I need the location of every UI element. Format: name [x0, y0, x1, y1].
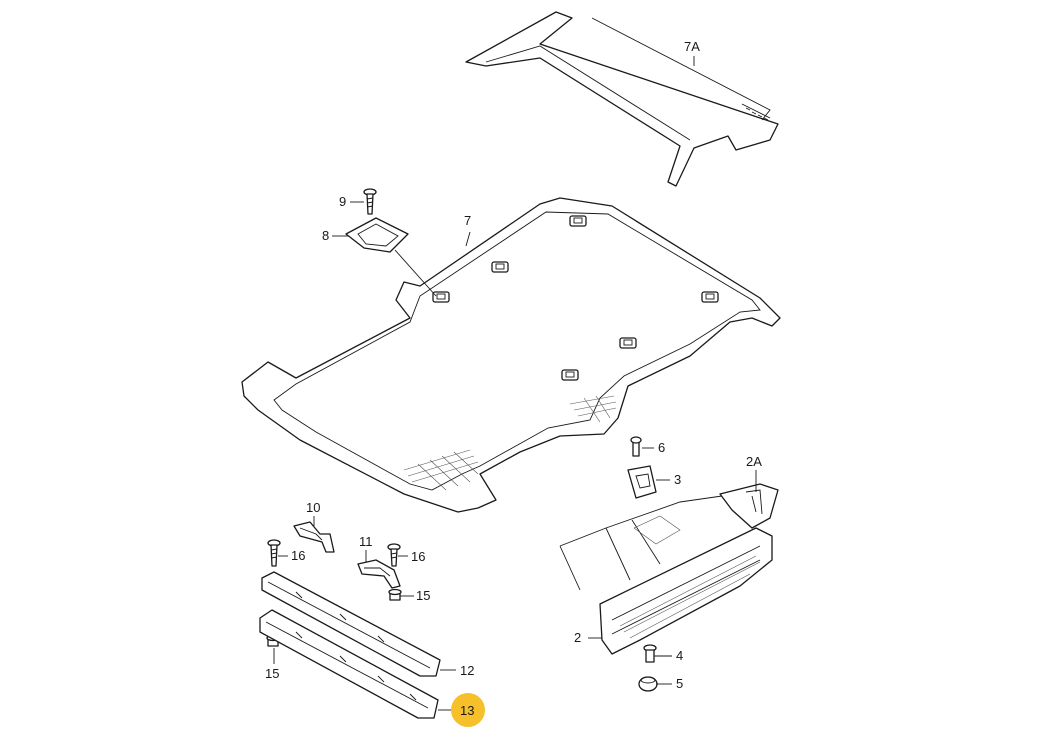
label-part-5: 5	[676, 676, 683, 691]
part-4-screw[interactable]	[643, 644, 657, 663]
label-part-15-left: 15	[265, 666, 279, 681]
part-13-rail[interactable]	[259, 609, 439, 719]
part-9-screw[interactable]	[363, 188, 377, 215]
label-part-13[interactable]: 13	[460, 703, 474, 718]
leader-lines	[273, 56, 757, 711]
label-part-10: 10	[306, 500, 320, 515]
label-part-15-right: 15	[416, 588, 430, 603]
label-part-9: 9	[339, 194, 346, 209]
part-16-screw-left[interactable]	[267, 539, 281, 567]
part-2-storage-tray[interactable]	[559, 493, 773, 655]
label-part-7: 7	[464, 213, 471, 228]
label-part-8: 8	[322, 228, 329, 243]
label-part-16-left: 16	[291, 548, 305, 563]
part-5-nut[interactable]	[638, 676, 658, 692]
label-part-7a: 7A	[684, 39, 700, 54]
label-part-12: 12	[460, 663, 474, 678]
part-10-bracket[interactable]	[293, 521, 335, 553]
label-part-16-right: 16	[411, 549, 425, 564]
part-15-clip-right[interactable]	[388, 588, 402, 601]
label-part-6: 6	[658, 440, 665, 455]
label-part-2a: 2A	[746, 454, 762, 469]
part-7-headliner[interactable]	[241, 197, 781, 513]
label-part-2: 2	[574, 630, 581, 645]
part-7a-headliner-rear[interactable]	[465, 11, 779, 187]
highlight-marker	[451, 693, 485, 727]
part-16-screw-right[interactable]	[387, 543, 401, 567]
part-3-clip[interactable]	[627, 465, 657, 499]
label-part-11: 11	[359, 534, 373, 549]
part-2a-bracket[interactable]	[719, 483, 779, 529]
part-8-trim-plate[interactable]	[345, 217, 409, 253]
label-part-4: 4	[676, 648, 683, 663]
part-11-bracket[interactable]	[357, 559, 401, 589]
part-6-pin[interactable]	[630, 436, 642, 457]
label-part-3: 3	[674, 472, 681, 487]
part-12-rail[interactable]	[261, 571, 441, 677]
